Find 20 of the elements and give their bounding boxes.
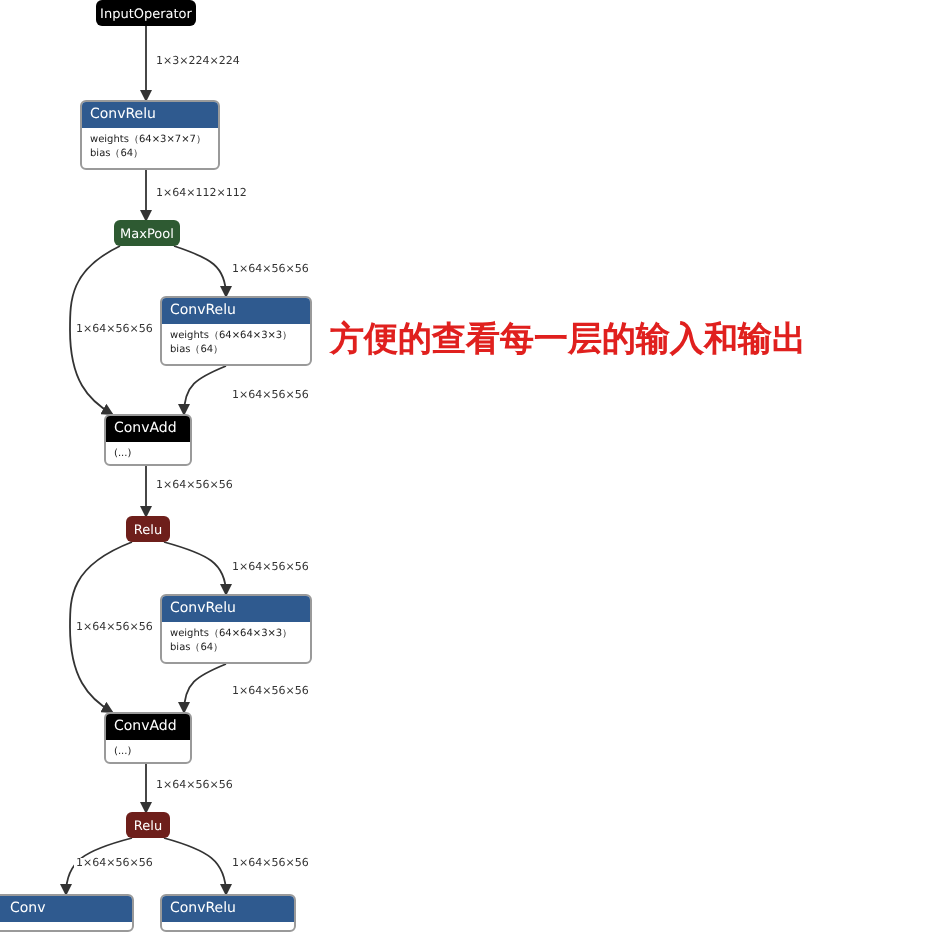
arrow (163, 837, 232, 896)
arrow (140, 763, 152, 814)
arrow (140, 465, 152, 518)
layer-card (160, 296, 312, 366)
arrow (163, 541, 232, 596)
arrow (140, 169, 152, 222)
arrow (173, 245, 232, 298)
annotation-text: 方便的查看每一层的输入和输出 (330, 318, 806, 362)
layer-card (104, 414, 192, 466)
layer-card (0, 894, 134, 932)
arrow (140, 25, 152, 102)
arrow (178, 365, 227, 416)
arrow (69, 245, 121, 416)
arrow (178, 663, 227, 714)
layer-card (104, 712, 192, 764)
layer-card (80, 100, 220, 170)
layer-card (160, 594, 312, 664)
arrow (69, 541, 133, 714)
arrow (60, 837, 133, 896)
layer-card (160, 894, 296, 932)
